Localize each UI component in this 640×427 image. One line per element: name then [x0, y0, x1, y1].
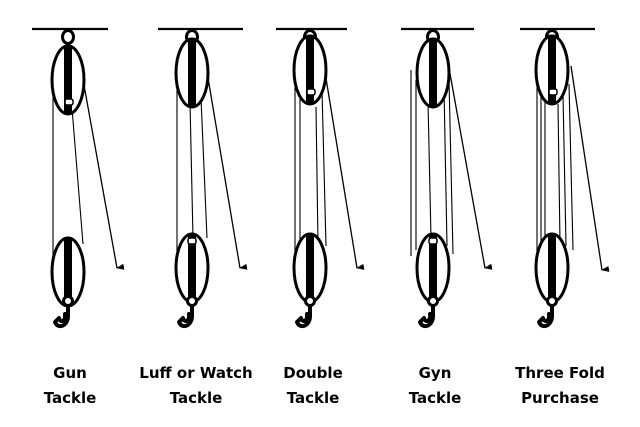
- gun-tackle: [32, 27, 125, 329]
- gyn-rope-part-3: [443, 87, 448, 247]
- luff-rope-part-1: [189, 101, 194, 239]
- gyn-upper-block: [415, 37, 451, 109]
- threefold-rope: [536, 68, 574, 256]
- double-lower-block-sheave: [306, 235, 314, 301]
- gyn-fall-arrow: [448, 67, 493, 270]
- threefold-label-line1: Three Fold: [515, 364, 605, 382]
- double-rope: [294, 68, 327, 256]
- luff-upper-block: [174, 37, 210, 109]
- gun-rope-part-1: [71, 107, 84, 245]
- double-rope-part-2: [315, 106, 319, 245]
- double-tackle: [276, 27, 365, 329]
- threefold-upper-block-sheave: [548, 37, 556, 103]
- gyn-rope-part-4: [448, 79, 454, 255]
- double-upper-block: [292, 34, 328, 106]
- threefold-rope-part-3: [557, 103, 561, 245]
- gyn-rope: [410, 70, 454, 256]
- gun-upper-block: [50, 44, 86, 116]
- double-label-line2: Tackle: [287, 389, 340, 407]
- threefold-rope-part-4: [562, 93, 567, 247]
- gyn-label-line1: Gyn: [419, 364, 452, 382]
- gyn-hook-shank: [418, 304, 436, 329]
- gyn-hook: [418, 295, 439, 329]
- gyn-upper-block-sheave: [429, 40, 437, 106]
- double-fall-arrow: [323, 65, 365, 270]
- gun-becket: [64, 98, 74, 106]
- threefold-upper-block: [534, 34, 570, 106]
- double-upper-block-sheave: [306, 37, 314, 103]
- luff-rope: [176, 70, 208, 256]
- gyn-tackle: [401, 27, 493, 329]
- luff-fall-arrow: [205, 65, 248, 270]
- luff-tackle: [158, 27, 248, 329]
- threefold-label-line2: Purchase: [521, 389, 599, 407]
- gun-label-line1: Gun: [53, 364, 87, 382]
- threefold-hook-shank: [537, 304, 555, 329]
- double-becket: [306, 88, 316, 96]
- gyn-lower-block-sheave: [429, 235, 437, 301]
- gun-upper-block-sheave: [64, 47, 72, 113]
- threefold-fall-arrow: [570, 65, 610, 272]
- double-rope-part-3: [321, 89, 327, 247]
- gyn-rope-part-2: [427, 101, 432, 239]
- gun-label-line2: Tackle: [44, 389, 97, 407]
- gyn-becket: [428, 237, 438, 245]
- luff-label-line2: Tackle: [170, 389, 223, 407]
- luff-lower-block-sheave: [188, 235, 196, 301]
- double-lower-block: [292, 232, 328, 304]
- luff-hook: [177, 295, 198, 329]
- threefold-rope-part-5: [568, 83, 574, 251]
- luff-rope-part-2: [200, 97, 208, 239]
- threefold-hook: [537, 295, 558, 329]
- luff-hook-shank: [177, 304, 195, 329]
- gun-fall-arrow: [81, 73, 125, 270]
- gyn-label-line2: Tackle: [409, 389, 462, 407]
- threefold-lower-block: [534, 232, 570, 304]
- gun-lower-block-sheave: [64, 239, 72, 305]
- gun-rope: [52, 78, 84, 258]
- gun-hook-shank: [53, 304, 71, 329]
- double-hook: [295, 295, 316, 329]
- threefold-becket: [548, 88, 558, 96]
- double-hook-shank: [295, 304, 313, 329]
- threefold-tackle: [520, 27, 610, 329]
- threefold-lower-block-sheave: [548, 235, 556, 301]
- luff-becket: [187, 237, 197, 245]
- gun-hook: [53, 295, 74, 329]
- gun-top-fitting-shackle: [61, 29, 75, 45]
- luff-upper-block-sheave: [188, 40, 196, 106]
- luff-label-line1: Luff or Watch: [139, 364, 252, 382]
- double-label-line1: Double: [283, 364, 343, 382]
